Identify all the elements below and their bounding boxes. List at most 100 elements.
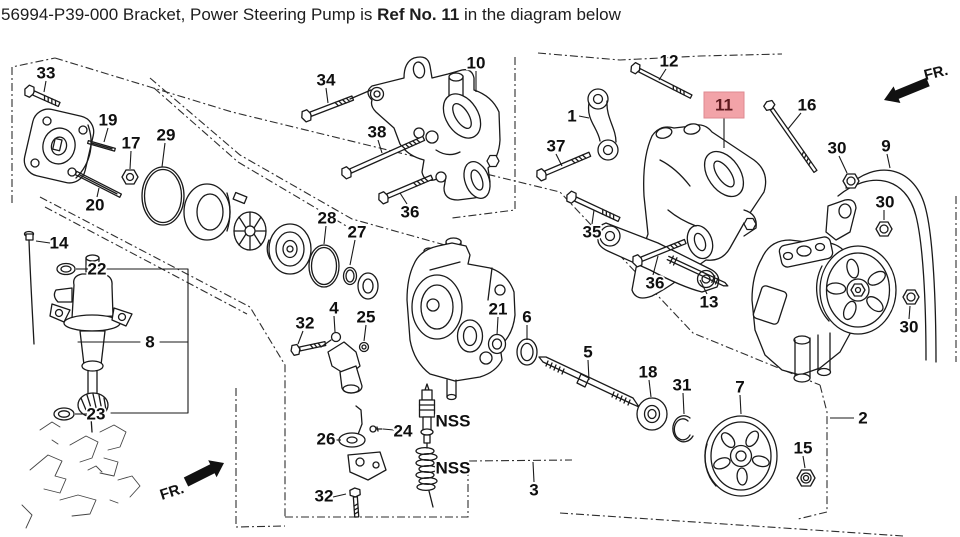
part-label-7: 7	[735, 378, 744, 397]
part-label-36: 36	[646, 274, 665, 293]
spring-nss	[415, 446, 438, 508]
part-label-1: 1	[567, 107, 576, 126]
leader-line-7	[739, 394, 742, 415]
page-title: 56994-P39-000 Bracket, Power Steering Pu…	[1, 4, 621, 27]
leader-line-9	[886, 153, 891, 169]
pulley-7	[704, 415, 778, 497]
pin-20	[74, 170, 123, 198]
part-label-NSS: NSS	[436, 412, 471, 431]
part-label-31: 31	[673, 376, 692, 395]
part-label-25: 25	[357, 308, 376, 327]
rotor	[233, 211, 267, 251]
part-label-27: 27	[348, 223, 367, 242]
part-label-12: 12	[660, 52, 679, 71]
shaft-group	[538, 356, 778, 497]
bolt-36-lower	[632, 238, 687, 268]
leader-line-3	[532, 461, 535, 483]
bracket-11-group	[536, 61, 767, 299]
leader-line-27	[349, 239, 356, 266]
leader-line-34	[325, 87, 329, 104]
part-label-13: 13	[700, 293, 719, 312]
leader-line-4	[333, 315, 336, 333]
leader-line-33	[43, 80, 47, 93]
sub-assembly-brackets	[77, 268, 189, 414]
bolt-33	[24, 84, 61, 108]
oring-23	[53, 407, 75, 421]
part-label-32: 32	[315, 487, 334, 506]
part-label-30: 30	[828, 139, 847, 158]
part-label-2: 2	[858, 409, 867, 428]
part-label-15: 15	[794, 439, 813, 458]
part-label-4: 4	[329, 299, 339, 318]
leader-line-13	[699, 279, 708, 295]
belt-9	[837, 169, 937, 363]
part-label-19: 19	[99, 111, 118, 130]
part-label-37: 37	[547, 137, 566, 156]
leader-line-20	[96, 187, 100, 198]
part-label-14: 14	[50, 234, 69, 253]
nut-30-c	[902, 289, 920, 305]
part-label-34: 34	[317, 71, 336, 90]
oring-28	[308, 244, 340, 288]
fitting-4	[327, 331, 363, 394]
part-label-24: 24	[394, 422, 413, 441]
part-label-17: 17	[122, 134, 141, 153]
leader-line-12	[658, 68, 667, 81]
leader-line-5	[587, 359, 590, 381]
leader-line-30	[838, 155, 848, 174]
leader-line-31	[682, 392, 685, 415]
bolt-36-upper	[378, 174, 434, 205]
part-label-8: 8	[145, 333, 154, 352]
nut-30-a	[842, 173, 860, 189]
part-number-text: 56994-P39-000 Bracket, Power Steering Pu…	[1, 5, 378, 24]
part-label-23: 23	[87, 405, 106, 424]
leader-line-35	[591, 209, 595, 225]
leader-line-38	[377, 139, 383, 154]
pump-internals-group	[141, 166, 379, 300]
stud-13	[666, 255, 729, 287]
cam-ring	[183, 183, 231, 241]
fr-label-front: FR.	[922, 62, 950, 84]
leader-line-19	[103, 127, 109, 143]
fr-label-rear: FR.	[158, 480, 186, 504]
bolt-38	[341, 135, 426, 180]
bolt-35	[566, 190, 621, 223]
nuts-30-15	[796, 173, 920, 487]
part-label-16: 16	[798, 96, 817, 115]
part-label-38: 38	[368, 123, 387, 142]
part-label-28: 28	[318, 209, 337, 228]
leader-line-24	[382, 428, 395, 431]
diagram-frame-lines	[11, 52, 957, 537]
nut-30-b	[875, 221, 893, 237]
pump-assembly-right	[751, 99, 897, 383]
leader-line-14	[35, 240, 51, 244]
part-label-26: 26	[317, 430, 336, 449]
leader-line-37	[555, 153, 563, 167]
part-label-32: 32	[296, 314, 315, 333]
screw-24	[369, 425, 383, 433]
bolt-12	[630, 61, 693, 99]
leader-line-36	[399, 192, 408, 205]
oring-22	[56, 262, 76, 276]
engine-sketch	[21, 421, 141, 529]
screw-25	[358, 341, 370, 353]
leader-line-30	[908, 305, 911, 320]
valve-cover-plate	[347, 451, 387, 481]
leader-line-16	[787, 112, 802, 130]
washer-26	[338, 405, 366, 448]
snap-ring-31	[672, 415, 694, 443]
part-label-9: 9	[881, 137, 890, 156]
leader-line-18	[648, 379, 652, 398]
leader-line-32	[332, 493, 347, 498]
pressure-plate	[266, 223, 312, 275]
part-label-33: 33	[37, 64, 56, 83]
leader-line-21	[496, 316, 499, 336]
bolt-32-lower	[349, 487, 361, 518]
sensor-body-8	[49, 254, 133, 433]
leader-line-28	[323, 225, 327, 245]
part-label-30: 30	[900, 318, 919, 337]
pump-pulley	[816, 245, 897, 335]
nut-17	[121, 169, 139, 185]
fr-arrow-rear: FR.	[158, 460, 224, 504]
